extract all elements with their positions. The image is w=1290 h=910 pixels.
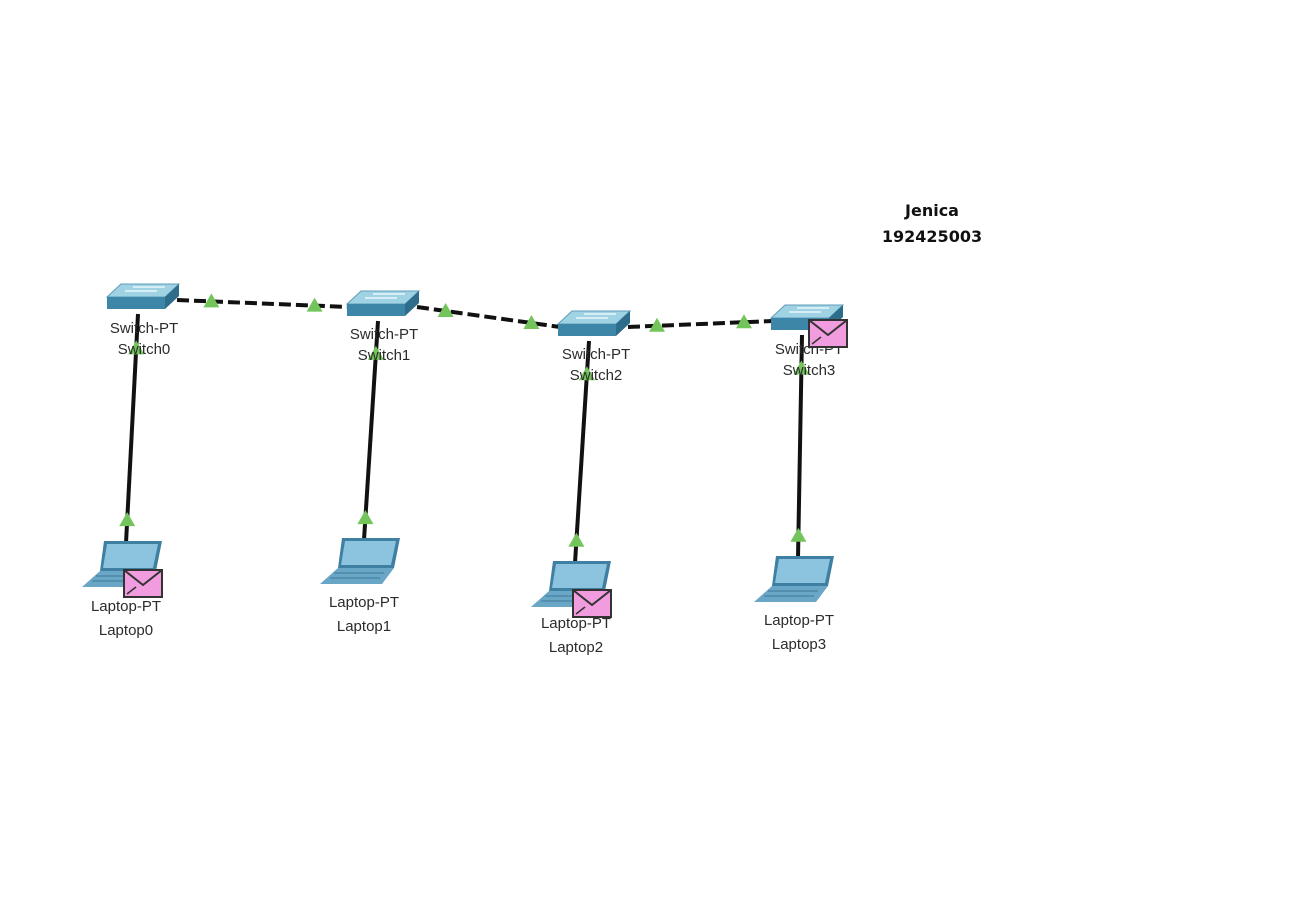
envelope-icon[interactable] (572, 589, 612, 618)
switch-switch2[interactable]: Switch-PT Switch2 (556, 310, 632, 384)
crossover-cable[interactable] (627, 319, 774, 329)
laptop-icon (531, 561, 611, 607)
laptop-name-label: Laptop2 (549, 639, 603, 656)
link-up-arrow-icon (649, 317, 665, 332)
switch-switch0[interactable]: Switch-PT Switch0 (105, 283, 181, 358)
link-up-arrow-icon (306, 297, 323, 312)
link-up-arrow-icon (367, 345, 384, 360)
link-switch0-switch1[interactable] (176, 293, 350, 312)
link-up-arrow-icon (568, 532, 585, 547)
laptop-name-label: Laptop3 (772, 636, 826, 653)
switch-icon (345, 290, 421, 316)
switch-type-label: Switch-PT (562, 346, 630, 363)
author-name: Jenica (905, 201, 959, 220)
laptop-laptop3[interactable]: Laptop-PT Laptop3 (754, 556, 834, 653)
laptop-laptop0[interactable]: Laptop-PT Laptop0 (82, 541, 163, 639)
link-up-arrow-icon (357, 510, 374, 525)
envelope-icon[interactable] (123, 569, 163, 598)
link-laptop0-switch0[interactable] (119, 313, 145, 544)
author-block: Jenica 192425003 (862, 198, 1002, 250)
switch-name-label: Switch2 (570, 367, 623, 384)
author-id: 192425003 (881, 227, 983, 246)
laptop-type-label: Laptop-PT (541, 615, 611, 632)
link-up-arrow-icon (736, 314, 752, 329)
link-up-arrow-icon (793, 360, 810, 375)
laptop-laptop1[interactable]: Laptop-PT Laptop1 (320, 538, 400, 635)
link-up-arrow-icon (523, 315, 540, 329)
envelope-icon[interactable] (808, 319, 848, 348)
laptop-type-label: Laptop-PT (764, 612, 834, 629)
link-switch1-switch2[interactable] (416, 303, 561, 329)
switch-type-label: Switch-PT (110, 320, 178, 337)
link-up-arrow-icon (437, 303, 454, 317)
switch-switch1[interactable]: Switch-PT Switch1 (345, 290, 421, 364)
laptop-name-label: Laptop0 (99, 622, 153, 639)
link-laptop1-switch1[interactable] (357, 320, 384, 541)
link-laptop2-switch2[interactable] (568, 340, 595, 564)
laptop-icon (754, 556, 834, 602)
laptop-icon (320, 538, 400, 584)
laptop-type-label: Laptop-PT (91, 598, 161, 615)
switch-type-label: Switch-PT (350, 326, 418, 343)
laptop-laptop2[interactable]: Laptop-PT Laptop2 (531, 561, 612, 656)
laptop-name-label: Laptop1 (337, 618, 391, 635)
link-laptop3-switch3[interactable] (790, 334, 810, 559)
link-up-arrow-icon (578, 366, 595, 381)
laptop-type-label: Laptop-PT (329, 594, 399, 611)
switch-name-label: Switch0 (118, 341, 171, 358)
link-up-arrow-icon (128, 340, 145, 355)
links-layer (119, 293, 810, 564)
crossover-cable[interactable] (176, 298, 350, 309)
switch-name-label: Switch3 (783, 362, 836, 379)
link-up-arrow-icon (119, 512, 136, 527)
link-up-arrow-icon (203, 293, 220, 308)
link-switch2-switch3[interactable] (627, 314, 774, 332)
switch-name-label: Switch1 (358, 347, 411, 364)
link-up-arrow-icon (790, 527, 807, 542)
switch-icon (105, 283, 181, 309)
switch-icon (556, 310, 632, 336)
